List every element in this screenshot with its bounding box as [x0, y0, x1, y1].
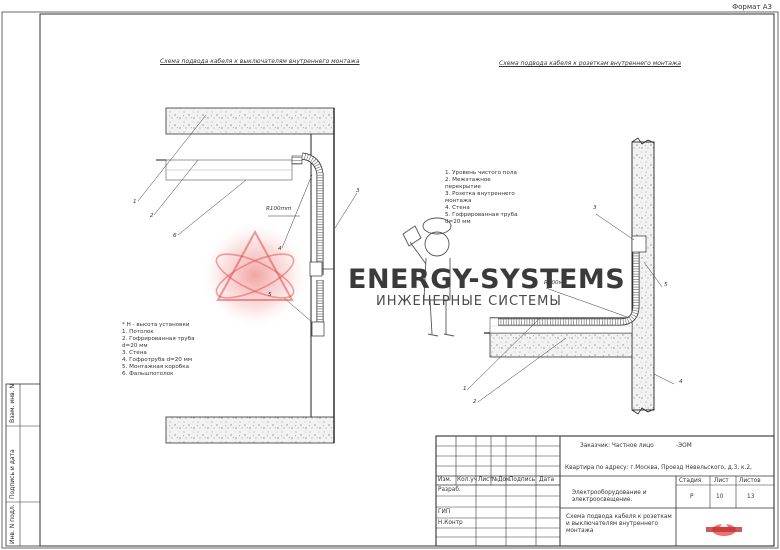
- right-schema-title: Схема подвода кабеля к розеткам внутренн…: [499, 60, 682, 67]
- right-legend: 1. Уровень чистого пола 2. Межэтажное пе…: [445, 170, 518, 226]
- legend-line: 4. Стена: [445, 205, 470, 211]
- tb-stage-label: Стадия: [679, 478, 702, 484]
- tb-header-doc: №Док.: [492, 477, 512, 483]
- watermark-subtitle: ИНЖЕНЕРНЫЕ СИСТЕМЫ: [376, 294, 562, 309]
- stamp-podpis-data: Подпись и дата: [9, 449, 16, 499]
- left-schema-drawing: [137, 107, 358, 444]
- tb-header-kol: Кол.уч: [457, 477, 478, 483]
- tb-stage-value: Р: [690, 494, 694, 500]
- left-legend: * Н - высота установки 1. Потолок 2. Гоф…: [122, 322, 195, 378]
- tb-role-gip: ГИП: [438, 509, 451, 515]
- floor-slab-right: [489, 332, 633, 358]
- legend-line: d=20 мм: [122, 343, 148, 349]
- tb-sheets-label: Листов: [739, 478, 761, 484]
- outer-frame: [1, 11, 779, 549]
- right-callout-4: 4: [679, 379, 683, 385]
- right-callout-3: 3: [593, 205, 597, 211]
- tb-sheet-value: 10: [716, 494, 724, 500]
- left-callout-2: 2: [150, 213, 154, 219]
- left-callout-3: 3: [356, 188, 360, 194]
- tb-header-list: Лист: [478, 477, 493, 483]
- stamp-vzam-inv: Взам. инв. N: [9, 384, 16, 423]
- stamp-column: [5, 383, 41, 547]
- left-callout-6: 6: [173, 233, 177, 239]
- company-logo: [706, 520, 742, 536]
- legend-line: 1. Потолок: [122, 329, 154, 335]
- tb-sheet-title: Схема подвода кабеля к розеткам и выключ…: [566, 514, 672, 534]
- tb-header-data: Дата: [539, 477, 555, 483]
- tb-header-izm: Изм.: [438, 477, 452, 483]
- right-callout-5: 5: [664, 282, 668, 288]
- tb-customer: Заказчик: Частное лицо: [580, 443, 654, 449]
- legend-line: * Н - высота установки: [122, 322, 190, 328]
- tb-header-podpis: Подпись: [509, 477, 536, 483]
- legend-line: 5. Гофрированная труба: [445, 212, 518, 218]
- legend-line: d=20 мм: [445, 219, 471, 225]
- tb-sheet-label: Лист: [714, 478, 729, 484]
- legend-line: 5. Монтажная коробка: [122, 364, 190, 370]
- floor-slab-left: [165, 416, 335, 444]
- left-schema-title: Схема подвода кабеля к выключателям внут…: [160, 58, 360, 65]
- tb-role-razrab: Разраб.: [438, 487, 461, 493]
- legend-line: 4. Гофротруба d=20 мм: [122, 357, 193, 363]
- tb-project-code: -ЭОМ: [676, 443, 692, 449]
- energy-systems-watermark-logo: [200, 220, 310, 330]
- watermark-title: ENERGY-SYSTEMS: [348, 264, 626, 295]
- right-callout-1: 1: [463, 386, 467, 392]
- left-callout-5: 5: [268, 292, 272, 298]
- legend-line: монтажа: [445, 198, 472, 204]
- left-callout-1: 1: [133, 199, 137, 205]
- right-schema-drawing: [466, 137, 675, 415]
- ceiling-slab: [165, 107, 335, 135]
- right-radius-label: R100мм: [544, 280, 568, 286]
- legend-line: перекрытие: [445, 184, 481, 190]
- legend-line: 3. Розетка внутреннего: [445, 191, 515, 197]
- inner-frame: [39, 13, 775, 547]
- engineer-mascot-sketch: [402, 217, 455, 337]
- right-callout-2: 2: [473, 399, 477, 405]
- legend-line: 2. Гофрированная труба: [122, 336, 195, 342]
- legend-line: 1. Уровень чистого пола: [445, 170, 517, 176]
- left-radius-label: R100mm: [266, 206, 292, 212]
- tb-role-nkontr: Н.Контр: [438, 520, 463, 526]
- left-callout-4: 4: [278, 246, 282, 252]
- tb-address: Квартира по адресу: г.Москва, Проезд Нев…: [565, 465, 752, 471]
- tb-section-title: Электрооборудование и электроосвещение.: [572, 490, 647, 503]
- sheet-format-label: Формат А3: [732, 3, 772, 11]
- legend-line: 6. Фальшпотолок: [122, 371, 174, 377]
- stamp-inv-podl: Инв. N подл.: [9, 504, 16, 544]
- legend-line: 2. Межэтажное: [445, 177, 491, 183]
- legend-line: 3. Стена: [122, 350, 147, 356]
- title-block-grid: [435, 435, 775, 547]
- tb-sheets-value: 13: [747, 494, 755, 500]
